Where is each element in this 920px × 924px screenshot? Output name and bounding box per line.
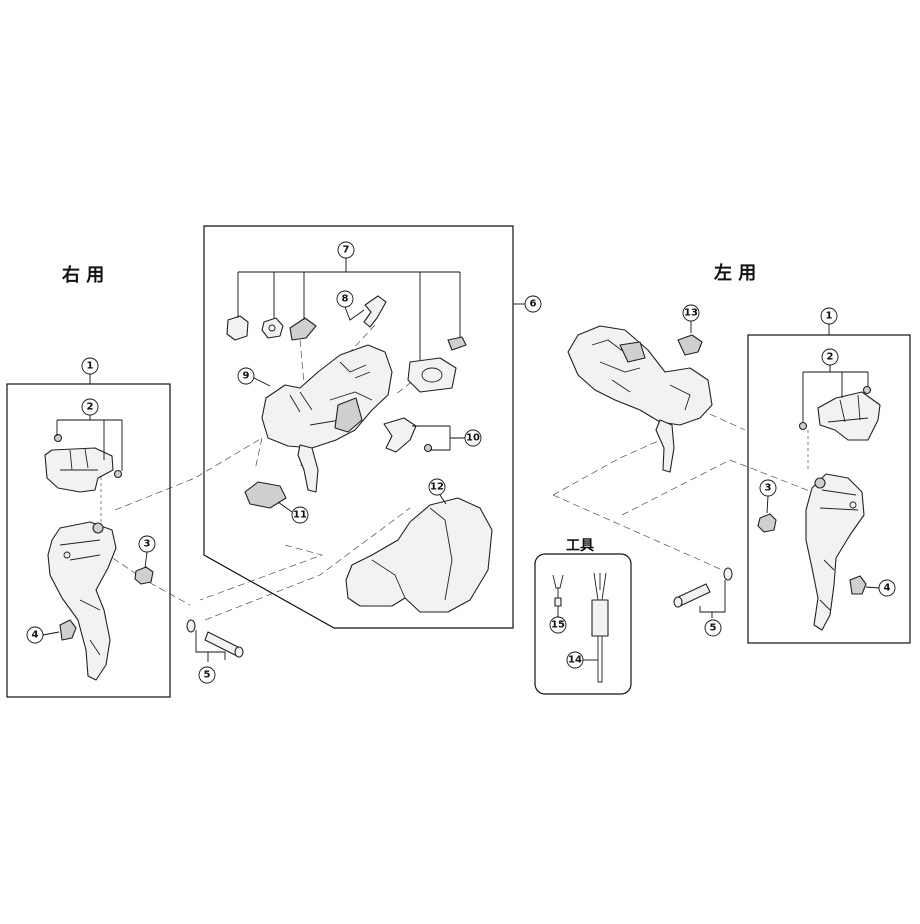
left-cover-part <box>677 334 703 356</box>
left-lever-assembly <box>757 385 881 631</box>
svg-text:2: 2 <box>87 402 94 413</box>
right-use-label: 右 用 <box>62 264 104 286</box>
long-tool-tip <box>593 572 607 601</box>
long-tool-handle <box>591 599 609 637</box>
left-e-clip <box>723 567 733 581</box>
bushing-part <box>226 315 249 341</box>
callout-9 <box>237 367 255 385</box>
tools-label: 工具 <box>566 538 594 554</box>
right-lever-assembly <box>44 433 154 681</box>
callout-5-left <box>704 619 722 637</box>
left-bracket-screw-1 <box>798 421 808 431</box>
svg-text:12: 12 <box>430 482 444 493</box>
tools-group: 15 14 <box>549 572 609 683</box>
callout-5-right <box>198 666 216 684</box>
cover-plate-screw <box>423 443 433 453</box>
right-lever-callouts: 1 2 3 4 <box>26 357 156 644</box>
svg-text:6: 6 <box>530 299 537 310</box>
spring-part <box>363 295 387 328</box>
left-lever-body <box>805 473 865 631</box>
left-use-label: 左 用 <box>714 262 756 284</box>
right-lever-pivot <box>92 522 104 534</box>
svg-text:4: 4 <box>884 583 891 594</box>
svg-text:8: 8 <box>342 294 349 305</box>
callout-13-group: 13 <box>682 304 700 333</box>
svg-text:3: 3 <box>144 539 151 550</box>
right-lever-stopper-part <box>134 566 154 585</box>
callout-12 <box>428 478 446 496</box>
svg-text:15: 15 <box>551 620 565 631</box>
left-lever-pivot <box>814 477 826 489</box>
svg-text:5: 5 <box>204 670 211 681</box>
callout-11 <box>291 506 309 524</box>
fork-tool <box>552 574 564 600</box>
left-side-body-assembly <box>567 325 713 473</box>
right-pivot-pin-set: 5 <box>186 619 244 684</box>
pad-part <box>244 481 287 509</box>
right-reach-adjust-screw <box>59 619 77 641</box>
left-bracket-part <box>817 391 881 441</box>
svg-text:2: 2 <box>827 352 834 363</box>
left-lever-stopper-part <box>757 513 777 533</box>
washer-part <box>261 317 284 339</box>
left-shift-lever <box>655 419 675 473</box>
right-lever-frame <box>6 383 171 698</box>
left-lever-callouts: 1 2 3 4 <box>759 307 896 597</box>
left-bracket-screw-2 <box>862 385 872 395</box>
svg-text:4: 4 <box>32 630 39 641</box>
right-bracket-screw-1 <box>53 433 63 443</box>
band-clamp-part <box>407 357 457 393</box>
svg-text:13: 13 <box>684 308 698 319</box>
shift-lever <box>297 444 319 493</box>
right-e-clip <box>186 619 196 633</box>
svg-text:7: 7 <box>343 245 350 256</box>
left-pivot-pin-set: 5 <box>673 567 733 637</box>
left-bracket-body <box>567 325 713 426</box>
clamp-bolt-part <box>447 336 467 351</box>
svg-text:3: 3 <box>765 483 772 494</box>
svg-text:5: 5 <box>710 623 717 634</box>
nut-part <box>289 317 317 341</box>
svg-text:1: 1 <box>87 361 94 372</box>
cover-plate-part <box>383 417 417 453</box>
svg-text:1: 1 <box>826 311 833 322</box>
main-body-frame <box>203 225 514 629</box>
main-bracket-body <box>261 344 393 449</box>
right-bracket-screw-2 <box>113 469 123 479</box>
svg-text:11: 11 <box>293 510 307 521</box>
bracket-cover-hood <box>345 497 493 613</box>
main-body-callouts: 7 8 9 6 10 11 12 <box>237 241 542 524</box>
main-body-assembly <box>226 295 493 613</box>
svg-text:9: 9 <box>243 371 250 382</box>
left-reach-adjust-screw <box>849 575 867 595</box>
tools-frame <box>534 553 632 695</box>
svg-text:14: 14 <box>568 655 582 666</box>
svg-text:10: 10 <box>466 433 480 444</box>
